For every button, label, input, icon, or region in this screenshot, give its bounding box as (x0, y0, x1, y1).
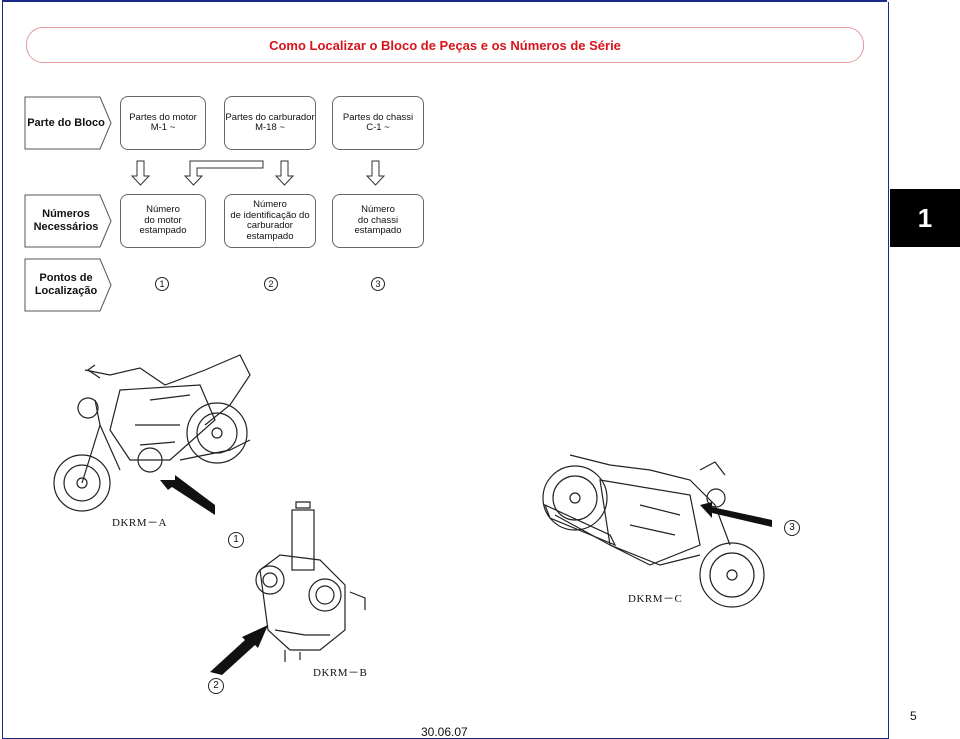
number-line: Número (361, 204, 395, 216)
revision-date: 30.06.07 (421, 725, 468, 739)
page-title: Como Localizar o Bloco de Peças e os Núm… (269, 37, 621, 53)
arrow-shape (24, 96, 112, 150)
down-arrow-icon (130, 160, 151, 186)
location-marker-2: 2 (264, 277, 278, 291)
number-line: estampado (354, 225, 402, 237)
illustrations (53, 354, 772, 675)
number-line: estampado (139, 225, 187, 237)
row-label-parte-do-bloco: Parte do Bloco (24, 96, 112, 150)
down-arrow-icon (365, 160, 386, 186)
carburetor-code-label: DKRM－B (313, 667, 368, 679)
callout-3: 3 (784, 520, 800, 536)
frame-code-label: DKRM－C (628, 593, 683, 605)
engine-code-label: DKRM－A (112, 517, 167, 529)
arrow-shape (24, 258, 112, 312)
number-line: do motor (144, 214, 182, 226)
location-marker-3: 3 (371, 277, 385, 291)
row-label-line: Localização (34, 285, 98, 297)
number-line: de identificação do (230, 209, 310, 221)
part-name: Partes do chassi (342, 111, 414, 123)
carburetor-illustration (255, 501, 366, 662)
location-marker-1: 1 (155, 277, 169, 291)
row-label-line: Necessários (33, 221, 99, 233)
motorcycle-left-illustration (53, 354, 251, 512)
flow-arrows (130, 160, 386, 186)
pointer-arrow-icon (160, 475, 215, 515)
number-line: estampado (246, 230, 294, 242)
bent-arrow-icon (183, 160, 264, 186)
number-line: carburador (247, 220, 293, 231)
pointer-arrows (160, 475, 772, 675)
pointer-arrow-icon (700, 502, 772, 527)
number-line: Número (253, 199, 287, 210)
number-line: do chassi (357, 214, 399, 226)
callout-2: 2 (208, 678, 224, 694)
row-label-text: Parte do Bloco (27, 116, 105, 129)
section-tab: 1 (890, 189, 960, 247)
title-banner: Como Localizar o Bloco de Peças e os Núm… (26, 27, 864, 63)
part-name: Partes do carburador (225, 111, 315, 123)
row-label-line: Pontos de (39, 272, 93, 284)
page-number: 5 (910, 709, 917, 723)
callout-1: 1 (228, 532, 244, 548)
part-range: M-18 ~ (255, 122, 285, 133)
pointer-arrow-icon (210, 625, 268, 675)
down-arrow-icon (274, 160, 295, 186)
part-name: Partes do motor (129, 111, 197, 123)
part-range: M-1 ~ (150, 122, 176, 133)
row-label-line: Números (42, 208, 90, 220)
number-line: Número (146, 204, 180, 216)
part-range: C-1 ~ (366, 122, 390, 133)
frame-top-rule (2, 0, 887, 2)
arrow-shape (24, 194, 112, 248)
motorcycle-right-illustration (542, 454, 765, 608)
